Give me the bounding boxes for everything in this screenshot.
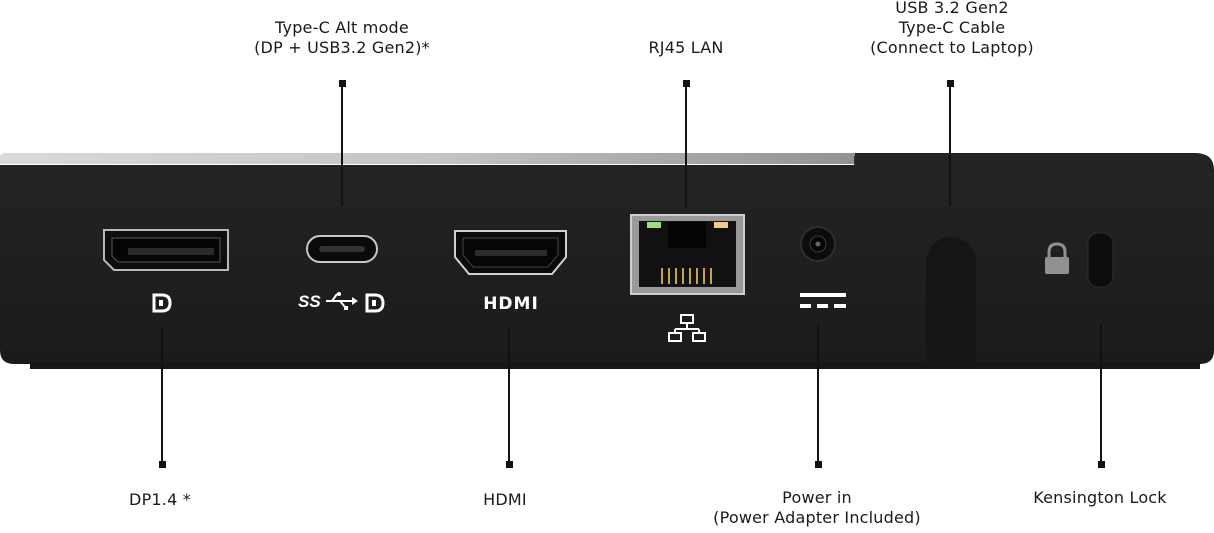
label-typec-alt-mode: Type-C Alt mode (DP + USB3.2 Gen2)* xyxy=(254,18,430,57)
callout-dot-usb-cable xyxy=(947,80,954,87)
ss-mark-text: SS xyxy=(298,292,321,311)
displayport-port xyxy=(103,229,229,271)
attached-usb-c-cable xyxy=(926,237,976,366)
label-power-in: Power in (Power Adapter Included) xyxy=(713,488,921,527)
displayport-logo-icon xyxy=(152,293,172,313)
label-rj45-lan: RJ45 LAN xyxy=(648,38,724,57)
label-kensington-lock: Kensington Lock xyxy=(1033,488,1167,507)
callout-line-hdmi xyxy=(508,328,510,464)
lan-led-right xyxy=(714,222,728,228)
callout-line-typec-alt xyxy=(341,84,343,206)
callout-dot-dp xyxy=(159,461,166,468)
lan-led-left xyxy=(647,222,661,228)
callout-line-rj45 xyxy=(685,84,687,208)
dc-power-symbol-icon xyxy=(800,293,846,308)
callout-line-usb-cable xyxy=(949,84,951,206)
dc-power-jack xyxy=(800,226,836,262)
padlock-icon xyxy=(1045,242,1069,274)
usb-superspeed-icon: SS xyxy=(298,292,385,313)
callout-dot-hdmi xyxy=(506,461,513,468)
label-hdmi: HDMI xyxy=(483,490,527,509)
label-usb-cable: USB 3.2 Gen2 Type-C Cable (Connect to La… xyxy=(870,0,1034,57)
dock-body xyxy=(0,153,1214,369)
callout-dot-power xyxy=(815,461,822,468)
callout-line-power xyxy=(817,324,819,464)
hdmi-port xyxy=(454,230,567,275)
hdmi-logo-icon: HDMI xyxy=(483,294,539,314)
callout-line-kensington xyxy=(1100,324,1102,464)
label-dp14: DP1.4 * xyxy=(129,490,191,509)
callout-dot-typec-alt xyxy=(339,80,346,87)
callout-line-dp xyxy=(161,328,163,464)
network-lan-icon xyxy=(668,314,706,342)
callout-dot-kensington xyxy=(1098,461,1105,468)
rj45-port xyxy=(630,214,745,295)
callout-dot-rj45 xyxy=(683,80,690,87)
kensington-lock-slot xyxy=(1087,232,1114,288)
usb-c-port xyxy=(306,235,378,263)
